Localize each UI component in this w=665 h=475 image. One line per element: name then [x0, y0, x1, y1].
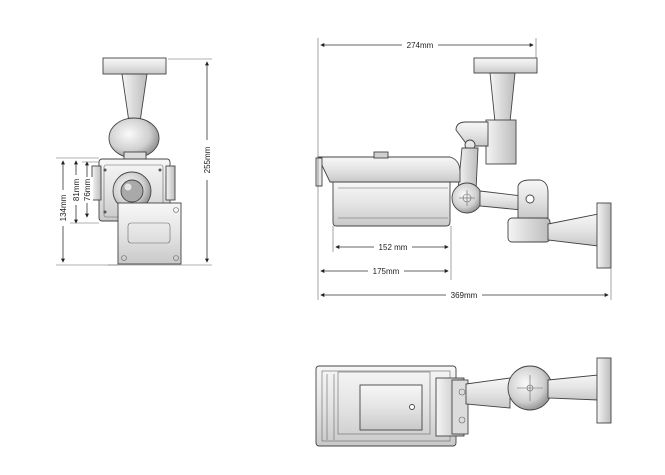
front-pole [121, 73, 148, 123]
dim-label-134: 134mm [59, 194, 68, 221]
side-dimensions: 274mm 152 mm 175mm 369mm [317, 38, 612, 300]
dim-label-369: 369mm [451, 291, 478, 300]
dim-label-152: 152 mm [379, 243, 408, 252]
dim-label-81: 81mm [72, 179, 81, 202]
side-wall-plate [596, 202, 612, 269]
dim-label-255: 255mm [203, 146, 212, 173]
side-pole [489, 72, 516, 123]
side-housing [332, 181, 451, 227]
side-upper-bracket [485, 119, 517, 165]
front-view [91, 57, 212, 266]
side-ceiling-plate [473, 57, 538, 74]
front-ceiling-plate [102, 57, 167, 75]
top-wall-plate [596, 357, 612, 424]
dim-label-274: 274mm [407, 41, 434, 50]
dim-label-175: 175mm [373, 267, 400, 276]
front-wall-plate [117, 202, 182, 265]
dim-label-76: 76mm [83, 179, 92, 202]
front-dimensions: 255mm 134mm 81mm 76mm [56, 58, 213, 266]
side-view [315, 57, 612, 269]
side-sunshield [317, 156, 461, 183]
top-view [315, 357, 612, 447]
